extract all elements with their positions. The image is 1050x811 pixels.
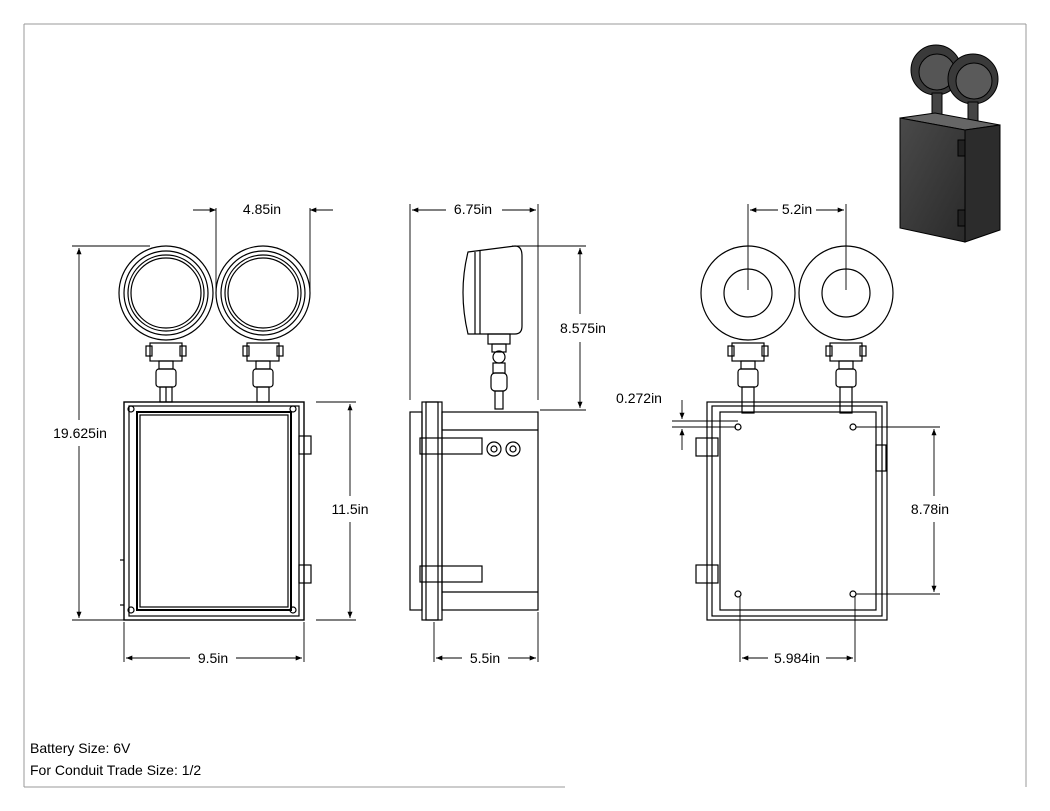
front-view — [118, 245, 312, 621]
isometric-thumbnail — [899, 44, 1001, 243]
side-lamp-head — [462, 245, 523, 410]
battery-note: Battery Size: 6V — [30, 740, 131, 756]
back-enclosure — [695, 401, 888, 621]
dim-mount-vertical: 8.78in — [911, 501, 949, 517]
back-view — [695, 245, 894, 621]
dim-box-width: 9.5in — [198, 650, 228, 666]
dim-box-height: 11.5in — [331, 501, 368, 517]
dim-back-head-spacing: 5.2in — [782, 201, 812, 217]
side-enclosure — [409, 401, 539, 621]
back-left-lamp-head — [700, 245, 796, 414]
dim-box-depth: 5.5in — [470, 650, 500, 666]
side-view — [409, 245, 539, 621]
dim-side-depth: 6.75in — [454, 201, 492, 217]
dim-head-height: 8.575in — [560, 320, 606, 336]
front-right-lamp-head — [215, 245, 311, 403]
drawing-border — [23, 23, 1027, 788]
dim-mount-horizontal: 5.984in — [774, 650, 820, 666]
dim-mount-offset: 0.272in — [616, 390, 662, 406]
back-right-lamp-head — [798, 245, 894, 414]
conduit-note: For Conduit Trade Size: 1/2 — [30, 762, 202, 778]
front-left-lamp-head — [118, 245, 214, 403]
front-enclosure — [120, 401, 312, 621]
dim-overall-height: 19.625in — [53, 425, 107, 441]
dim-head-spacing: 4.85in — [243, 201, 281, 217]
dimension-lines — [72, 204, 940, 662]
dimension-labels: 4.85in 19.625in 9.5in 11.5in 6.75in 8.57… — [53, 201, 949, 666]
